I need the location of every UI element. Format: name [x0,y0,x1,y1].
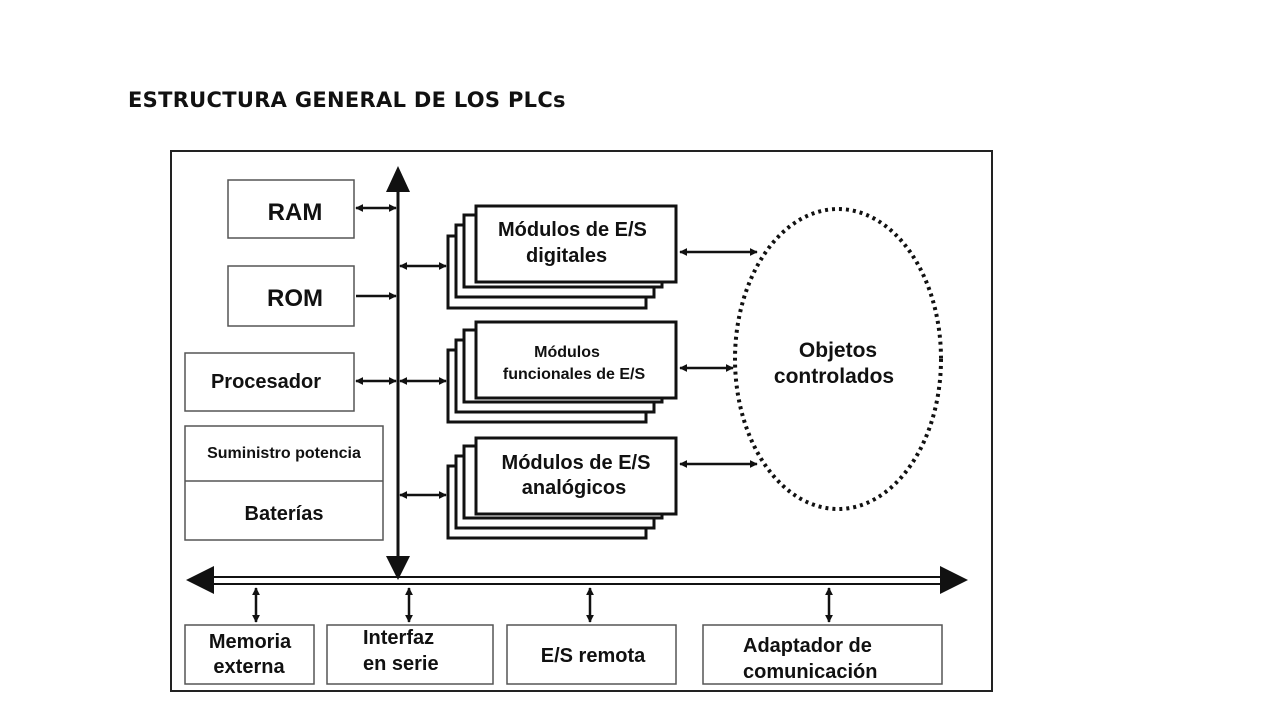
adaptador-line1: Adaptador de [743,635,872,657]
modulos-funcionales-block: Módulos funcionales de E/S [446,320,678,424]
modulos-analogicos-line2: analógicos [522,477,626,499]
horizontal-bus [186,566,968,594]
objetos-controlados-ellipse: Objetos controlados [733,207,943,511]
procesador-label: Procesador [211,371,321,393]
modulos-digitales-block: Módulos de E/S digitales [446,204,678,310]
baterias-label: Baterías [245,503,324,525]
interfaz-line2: en serie [363,653,439,675]
rom-block: ROM [227,265,355,327]
adaptador-line2: comunicación [743,661,877,683]
memoria-line1: Memoria [209,631,292,653]
ram-block: RAM [227,179,355,239]
objetos-line1: Objetos [799,339,877,362]
memoria-line2: externa [213,656,285,678]
modulos-analogicos-line1: Módulos de E/S [502,452,651,474]
interfaz-line1: Interfaz [363,627,434,649]
modulos-digitales-line1: Módulos de E/S [498,219,647,241]
memoria-externa-block: Memoria externa [184,624,315,685]
power-battery-block: Suministro potencia Baterías [184,425,384,541]
objetos-line2: controlados [774,365,894,388]
slide-title: ESTRUCTURA GENERAL DE LOS PLCs [128,88,566,112]
ram-label: RAM [268,199,323,226]
modulos-analogicos-block: Módulos de E/S analógicos [446,436,678,540]
procesador-block: Procesador [184,352,355,412]
vertical-bus [386,166,410,580]
adaptador-comunicacion-block: Adaptador de comunicación [702,624,943,685]
rom-label: ROM [267,285,323,312]
modulos-digitales-line2: digitales [526,245,607,267]
suministro-label: Suministro potencia [207,445,361,462]
es-remota-label: E/S remota [541,645,646,667]
es-remota-block: E/S remota [506,624,677,685]
modulos-funcionales-line2: funcionales de E/S [503,366,646,383]
modulos-funcionales-line1: Módulos [534,344,600,361]
interfaz-serie-block: Interfaz en serie [326,624,494,685]
